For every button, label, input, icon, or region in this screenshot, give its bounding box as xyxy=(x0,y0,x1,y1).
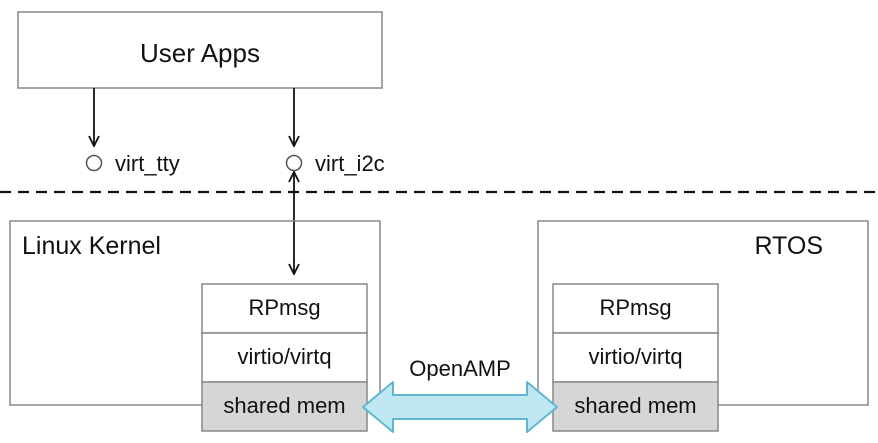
openamp-link-arrow xyxy=(362,381,558,433)
linux-stack: RPmsg virtio/virtq shared mem xyxy=(201,283,368,432)
rtos-shared-mem-box xyxy=(552,381,719,432)
rtos-shared-mem-label: shared mem xyxy=(574,393,696,418)
openamp-label: OpenAMP xyxy=(409,356,511,381)
linux-kernel-label: Linux Kernel xyxy=(22,232,161,260)
rtos-virtio-box xyxy=(552,332,719,383)
user-apps-box xyxy=(17,11,383,89)
linux-rpmsg-label: RPmsg xyxy=(248,295,320,320)
virt-i2c-endpoint-icon xyxy=(285,154,303,172)
rtos-stack: RPmsg virtio/virtq shared mem xyxy=(552,283,719,432)
linux-virtio-box xyxy=(201,332,368,383)
rtos-label: RTOS xyxy=(754,232,823,260)
rtos-virtio-label: virtio/virtq xyxy=(588,344,682,369)
user-apps-label: User Apps xyxy=(140,38,260,68)
virt-tty-label: virt_tty xyxy=(115,151,180,176)
linux-virtio-label: virtio/virtq xyxy=(237,344,331,369)
rtos-rpmsg-label: RPmsg xyxy=(599,295,671,320)
linux-shared-mem-label: shared mem xyxy=(223,393,345,418)
virt-tty-endpoint-icon xyxy=(85,154,103,172)
rtos-rpmsg-box xyxy=(552,283,719,334)
virt-i2c-label: virt_i2c xyxy=(315,151,385,176)
linux-kernel-box xyxy=(9,220,381,406)
